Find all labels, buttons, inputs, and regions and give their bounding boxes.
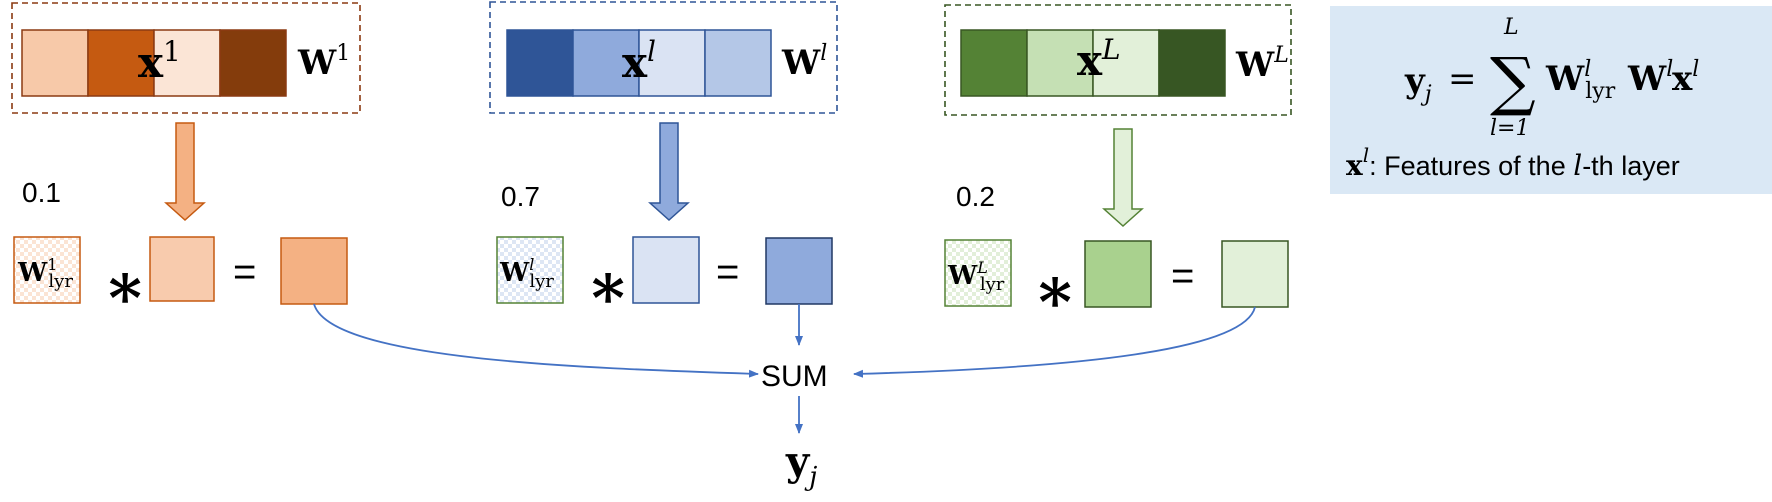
layer-l-result-box: [765, 237, 833, 305]
layer-l-weight-label: Wl: [781, 41, 827, 83]
layer-1-input-box: [149, 236, 215, 302]
layer-L-feature-label: xL: [1077, 33, 1121, 85]
layer-l-cell-3: [638, 29, 706, 97]
layer-l-layer-weight-box: [496, 236, 564, 304]
left-curve-arrow: [313, 303, 759, 378]
layer-1-dashed-frame: [11, 2, 361, 114]
layer-l-cell-2: [572, 29, 640, 97]
formula-term-w: Wl: [1627, 57, 1673, 99]
sum-section: SUM yj: [313, 303, 1256, 492]
formula-caption: xl: Features of the l-th layer: [1346, 143, 1680, 182]
formula-box-background: [1330, 6, 1772, 194]
layer-l-layer-weight-value: 0.7: [501, 181, 540, 212]
right-curve-arrow: [853, 306, 1256, 378]
layer-L-feature-bar: [960, 29, 1226, 97]
layer-1-cell-2: [87, 29, 155, 97]
layer-L-result-box: [1221, 240, 1289, 308]
layer-l-input-box: [632, 236, 700, 304]
layer-L-weight-label: WL: [1235, 43, 1289, 85]
layer-L-layer-weight-value: 0.2: [956, 181, 995, 212]
layer-L-dashed-frame: [944, 4, 1292, 116]
layer-l-cell-4: [704, 29, 772, 97]
layer-l-feature-label: xl: [622, 35, 656, 87]
formula-sum-lower: l=1: [1490, 116, 1529, 141]
layer-l-multiply-sign: ∗: [586, 249, 630, 324]
layer-L-multiply-sign: ∗: [1033, 253, 1077, 328]
layer-L-equals-sign: =: [1171, 254, 1194, 298]
output-y-label: yj: [785, 438, 817, 492]
formula-term-x: xl: [1672, 57, 1699, 99]
formula-equals: =: [1448, 59, 1477, 99]
formula-lhs: yj: [1404, 61, 1432, 107]
formula-sum-sign: ∑: [1490, 45, 1536, 119]
layer-L-input-box: [1084, 240, 1152, 308]
layer-l-feature-bar: [506, 29, 772, 97]
layer-L-layer-weight-box: [944, 239, 1012, 307]
layer-l-dashed-frame: [489, 1, 838, 114]
layer-1-weight-label: W1: [297, 41, 350, 83]
layer-1-feature-label: x1: [138, 35, 181, 87]
layer-1-result-box: [280, 237, 348, 305]
layer-1-cell-1: [21, 29, 89, 97]
layer-1-feature-bar: [21, 29, 287, 97]
layer-l-cell-1: [506, 29, 574, 97]
layer-l-equals-sign: =: [716, 250, 739, 294]
layer-1-multiply-sign: ∗: [103, 249, 147, 324]
layer-1-layer-weight-box: [13, 236, 81, 304]
layer-l-down-arrow: [648, 122, 690, 222]
sum-label: SUM: [761, 360, 828, 393]
layer-1-cell-4: [219, 29, 287, 97]
layer-1-layer-weight-value: 0.1: [22, 177, 61, 208]
layer-L-down-arrow: [1102, 128, 1144, 228]
layer-L-cell-4: [1158, 29, 1226, 97]
formula-sum-upper: L: [1503, 15, 1519, 40]
layer-L-cell-1: [960, 29, 1028, 97]
layer-1-down-arrow: [164, 122, 206, 222]
layer-1-equals-sign: =: [233, 250, 256, 294]
